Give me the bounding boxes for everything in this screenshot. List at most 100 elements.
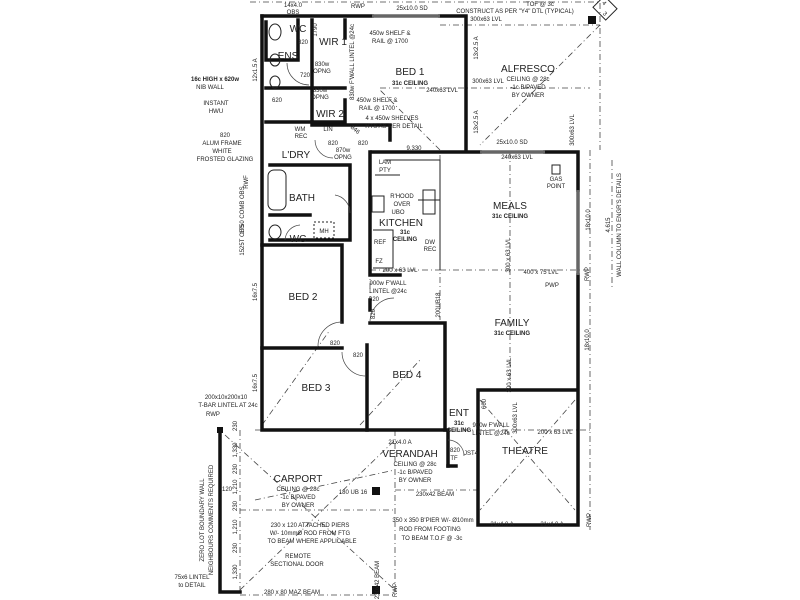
dim-820-g: 820	[371, 308, 377, 319]
carport-dim: 1,330	[233, 442, 239, 458]
bpier-3: TO BEAM T.O.F @ -3c	[402, 536, 463, 542]
dim-846: 846	[349, 125, 361, 136]
dishwasher-1: DW	[425, 240, 435, 246]
freezer-label: FZ	[375, 259, 383, 265]
fridge-label: REF	[374, 240, 386, 246]
basin-icon	[269, 75, 281, 89]
shelf1-a: 450w SHELF &	[369, 31, 410, 37]
room-verandah: VERANDAH	[382, 449, 438, 460]
rwp-carport: RWP	[206, 412, 220, 418]
room-verandah-ceiling: CEILING @ 28c	[393, 462, 436, 468]
window-obs: OBS	[287, 10, 300, 16]
gas-point-2: POINT	[547, 184, 566, 190]
dim-620: 620	[272, 98, 283, 104]
dim-820: 820	[298, 40, 309, 46]
room-meals-ceiling: 31c CEILING	[492, 214, 528, 220]
dim-1790: 1790	[313, 23, 319, 37]
fwall-kitchen-1: 900w F'WALL	[370, 281, 408, 287]
jst4: JST4	[464, 451, 479, 457]
room-alfresco-paving: -1c B/PAVED	[510, 85, 546, 91]
nib-wall-1: 16c HIGH x 620w	[191, 77, 239, 83]
window-verandah: 21x4.0 A	[388, 440, 411, 446]
wm-1: WM	[295, 127, 306, 133]
room-ldry: L'DRY	[282, 150, 311, 161]
room-carport-ceiling: CEILING @ 28c	[276, 487, 319, 493]
window-a1: 13x2.5 A	[474, 36, 480, 59]
room-ent-ceiling1: 31c	[454, 421, 465, 427]
ub16: 180 UB 16	[339, 490, 368, 496]
dim-720: 720	[300, 73, 311, 79]
dim-820-d: 820	[369, 297, 380, 303]
roof-lines	[224, 1, 613, 596]
door-swings	[284, 62, 465, 457]
zero-lot-2: NEIGHBOURS COMMENTS REQUIRED	[209, 464, 215, 575]
opng3-b: OPNG	[334, 155, 352, 161]
dim-820-c: 820	[358, 141, 369, 147]
post-1	[217, 427, 223, 433]
dim-600: 600	[482, 398, 488, 409]
lvl-top: 300x63 LVL	[470, 17, 502, 23]
rangehood-1: R'HOOD	[390, 194, 414, 200]
window-bed2: 16x7.5	[253, 282, 259, 301]
rwp-top: RWP	[351, 4, 365, 10]
room-family-ceiling: 31c CEILING	[494, 331, 530, 337]
dim-820-e: 820	[330, 341, 341, 347]
sd-meals: 25x10.0 SD	[496, 140, 528, 146]
hwu-1: INSTANT	[203, 101, 229, 107]
window-bed3: 16x7.5	[253, 373, 259, 392]
rangehood-3: UBO	[391, 210, 404, 216]
bpier-2: ROD FROM FOOTING	[399, 527, 461, 533]
room-bath: BATH	[289, 193, 315, 204]
room-pantry-2: PTY	[379, 168, 391, 174]
piers-3: TO BEAM WHERE APPLICABLE	[268, 539, 357, 545]
annotations: 14x4.0 OBS RWP 25x10.0 SD TOF @ 3c CONST…	[174, 2, 623, 599]
gas-point-1: GAS	[550, 177, 563, 183]
rwp-bottom-1: RWP	[393, 583, 399, 597]
lvl-theatre: 200 x 63 LVL	[538, 430, 574, 436]
carport-dim: 230	[233, 542, 239, 553]
rwp-right: RWP	[585, 267, 591, 281]
opng3-a: 870w	[336, 148, 351, 154]
hwu-2: HWU	[209, 109, 223, 115]
tf: TF	[450, 456, 458, 462]
lvl-vertical-1: 300 x 63 LVL	[506, 237, 512, 273]
dim-820-b: 820	[328, 141, 339, 147]
lvl-kitchen: 200 x 63 LVL	[383, 268, 419, 274]
sheet-badge-top: 4	[600, 0, 607, 7]
door-remote: REMOTE	[285, 554, 311, 560]
post-4	[588, 16, 596, 24]
lintel-1: 75x6 LINTEL	[174, 575, 210, 581]
shelves-2: HTS AS PER DETAIL	[365, 124, 423, 130]
alum-0: 820	[220, 133, 231, 139]
room-lin: LIN	[323, 127, 332, 133]
alum-1: ALUM FRAME	[202, 141, 241, 147]
rangehood-2: OVER	[393, 202, 411, 208]
opng1-a: 830w	[315, 62, 330, 68]
window-meals: 18x10.0	[586, 209, 592, 231]
carport-dim: 230	[233, 500, 239, 511]
bathtub-icon	[267, 169, 287, 211]
wm-2: REC	[295, 134, 308, 140]
column-note: WALL COLUMN TO ENGR'S DETAILS	[617, 173, 623, 277]
dim-820-f: 820	[353, 353, 364, 359]
room-wir1: WIR 1	[319, 37, 347, 48]
window-comb-obs: 1750 COMB OBS	[240, 186, 246, 233]
lvl-meals: 240x63 LVL	[501, 155, 533, 161]
window-theatre-1: 21x4.0 A	[490, 522, 513, 528]
room-pantry-1: LAM	[379, 160, 391, 166]
maz-beam: 280 x 80 MAZ BEAM	[264, 590, 320, 596]
opng2-b: OPNG	[311, 95, 329, 101]
dim-9330: 9.330	[406, 146, 422, 152]
sheet-badge-bottom: 3	[601, 11, 608, 18]
rwp-bottom-2: RWP	[587, 513, 593, 527]
piers-1: 230 x 120 ATTACHED PIERS	[271, 523, 350, 529]
toilet-icon	[268, 23, 282, 41]
zero-lot-1: ZERO LOT BOUNDARY WALL	[200, 478, 206, 562]
lvl-400: 400 x 75 LVL	[524, 270, 560, 276]
carport-dim: 1,210	[233, 519, 239, 535]
beam-230: 230x42 BEAM	[416, 492, 454, 498]
window-obs-size: 14x4.0	[284, 3, 303, 9]
shelf1-b: RAIL @ 1700	[372, 39, 409, 45]
tbar-2: T-BAR LINTEL AT 24c	[198, 403, 257, 409]
